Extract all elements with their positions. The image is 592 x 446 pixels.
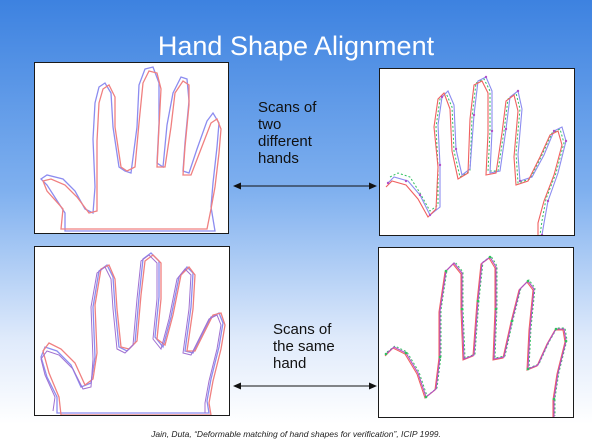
different-hands-double-arrow bbox=[232, 180, 378, 192]
aligned-outline-green bbox=[387, 256, 567, 416]
hand-outline-blue bbox=[41, 67, 219, 231]
same-hand-caption-line-3: hand bbox=[273, 355, 335, 372]
aligned-outline-green bbox=[390, 79, 564, 235]
different-hands-caption: Scans of two different hands bbox=[258, 99, 316, 167]
different-hands-before-alignment-panel bbox=[34, 62, 229, 234]
different-hands-caption-line-2: two bbox=[258, 116, 316, 133]
different-hands-outline-drawing bbox=[35, 63, 229, 234]
aligned-outline-red bbox=[386, 81, 562, 235]
hand-outline-blue bbox=[41, 253, 223, 413]
different-hands-aligned-drawing bbox=[380, 69, 575, 236]
hand-outline-purple bbox=[41, 255, 221, 413]
same-hand-double-arrow bbox=[232, 380, 378, 392]
different-hands-caption-line-1: Scans of bbox=[258, 99, 316, 116]
same-hand-before-alignment-panel bbox=[34, 246, 230, 416]
same-hand-caption-line-2: the same bbox=[273, 338, 335, 355]
same-hand-outline-drawing bbox=[35, 247, 230, 416]
different-hands-caption-line-3: different bbox=[258, 133, 316, 150]
same-hand-after-alignment-panel bbox=[378, 247, 574, 418]
citation: Jain, Duta, “Deformable matching of hand… bbox=[0, 429, 592, 439]
aligned-outline-blue bbox=[388, 77, 566, 235]
same-hand-aligned-drawing bbox=[379, 248, 574, 418]
hand-outline-red bbox=[43, 71, 221, 229]
different-hands-caption-line-4: hands bbox=[258, 150, 316, 167]
same-hand-caption: Scans of the same hand bbox=[273, 321, 335, 372]
slide-title: Hand Shape Alignment bbox=[0, 30, 592, 62]
same-hand-caption-line-1: Scans of bbox=[273, 321, 335, 338]
different-hands-after-alignment-panel bbox=[379, 68, 575, 236]
